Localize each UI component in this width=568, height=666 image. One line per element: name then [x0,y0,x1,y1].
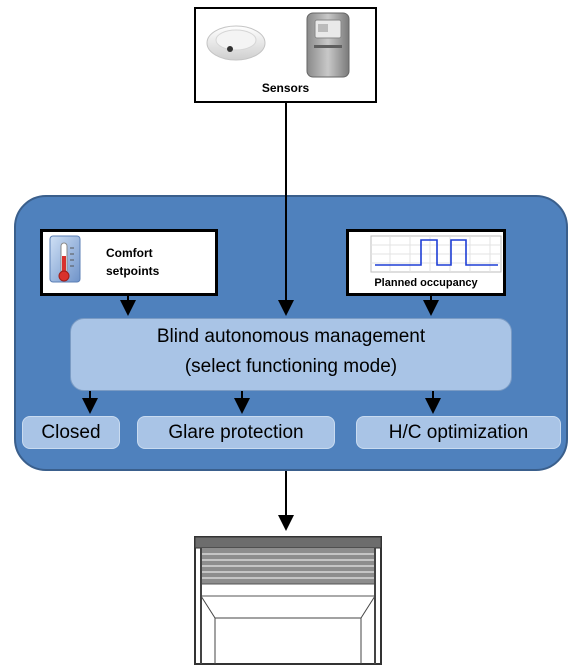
mode-closed-label: Closed [41,421,101,443]
window-blind-icon [194,536,382,665]
mode-closed: Closed [22,416,120,449]
comfort-label-line1: Comfort [106,246,153,260]
occupancy-chart-icon [370,235,502,273]
management-title: Blind autonomous management [156,326,426,347]
wall-sensor-icon [306,12,350,78]
mode-hc-optimization-label: H/C optimization [388,421,529,443]
sensors-label: Sensors [261,81,310,95]
smoke-detector-icon [206,25,266,61]
comfort-label-line2: setpoints [106,264,160,278]
mode-glare-protection: Glare protection [137,416,335,449]
management-subtitle: (select functioning mode) [184,356,398,377]
thermometer-icon [49,235,81,283]
mode-hc-optimization: H/C optimization [356,416,561,449]
planned-occupancy-label: Planned occupancy [374,277,478,289]
flow-arrows [82,103,441,531]
comfort-setpoints-label: Comfort setpoints [106,244,159,280]
mode-glare-protection-label: Glare protection [168,421,304,443]
blind-management-box [70,318,512,391]
